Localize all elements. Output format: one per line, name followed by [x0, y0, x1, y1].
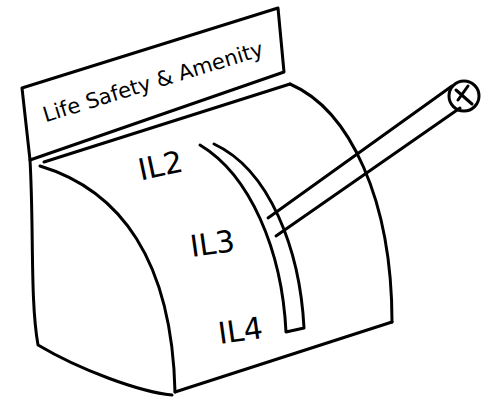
front-curve	[40, 166, 175, 392]
right-curve	[290, 84, 392, 322]
level-label: IL2	[135, 143, 186, 187]
lever-knob	[449, 81, 479, 111]
level-label: IL3	[187, 223, 236, 264]
lever-arm	[276, 108, 460, 236]
level-label: IL4	[215, 310, 264, 351]
lever-arm	[268, 86, 452, 218]
bottom-edge	[175, 322, 392, 392]
knob-hatch	[456, 86, 472, 104]
left-side	[30, 160, 172, 395]
